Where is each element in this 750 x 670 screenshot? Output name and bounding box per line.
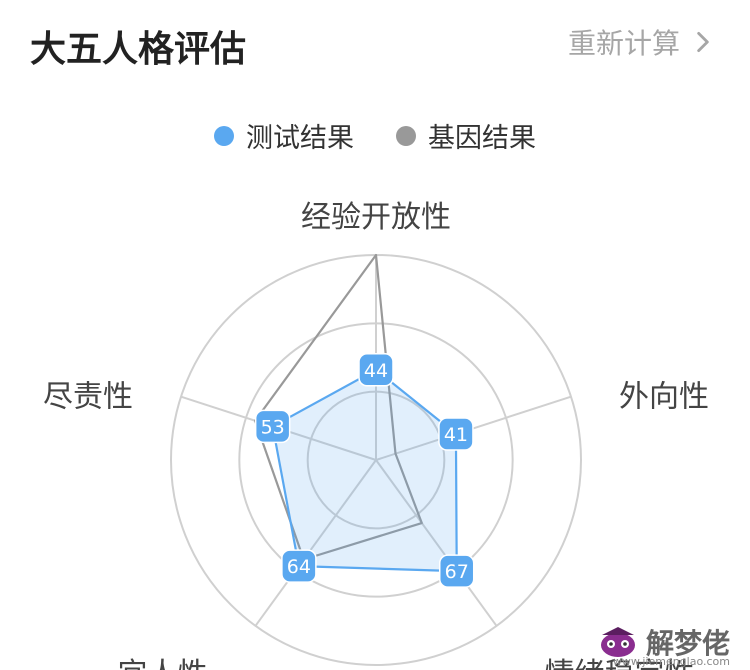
radar-spoke bbox=[375, 459, 498, 627]
watermark: 解梦佬 www.jiemenglao.com bbox=[596, 622, 730, 668]
axis-label: 尽责性 bbox=[43, 380, 133, 415]
chart-legend: 测试结果 基因结果 bbox=[0, 116, 750, 155]
value-badge bbox=[281, 549, 317, 583]
axis-label: 宜人性 bbox=[118, 657, 208, 670]
legend-label-gene: 基因结果 bbox=[428, 123, 536, 154]
value-label: 64 bbox=[287, 556, 311, 578]
recalculate-button[interactable]: 重新计算 bbox=[568, 22, 716, 62]
value-badge bbox=[438, 417, 474, 451]
watermark-text: 解梦佬 bbox=[645, 627, 730, 660]
value-label: 44 bbox=[364, 360, 388, 382]
legend-dot-gene bbox=[396, 125, 416, 146]
value-badge bbox=[254, 409, 291, 444]
watermark-url: www.jiemenglao.com bbox=[612, 655, 730, 668]
chevron-right-icon bbox=[697, 31, 709, 53]
axis-label: 经验开放性 bbox=[301, 200, 451, 235]
value-badge bbox=[438, 554, 475, 588]
legend-label-test: 测试结果 bbox=[246, 123, 354, 154]
value-label: 53 bbox=[261, 416, 285, 438]
legend-dot-test bbox=[214, 125, 234, 146]
recalculate-label: 重新计算 bbox=[567, 27, 680, 60]
value-label: 41 bbox=[444, 424, 468, 446]
value-label: 67 bbox=[445, 561, 469, 583]
axis-label: 外向性 bbox=[619, 380, 709, 415]
value-badge bbox=[358, 353, 394, 387]
radar-spoke bbox=[254, 459, 377, 627]
page-title: 大五人格评估 bbox=[30, 29, 247, 70]
series-test-polygon bbox=[271, 368, 458, 573]
axis-label: 情绪稳定性 bbox=[544, 657, 694, 670]
legend-item-gene[interactable]: 基因结果 bbox=[396, 116, 536, 155]
legend-item-test[interactable]: 测试结果 bbox=[214, 116, 354, 155]
series-gene-polygon bbox=[254, 253, 423, 561]
owl-logo-icon bbox=[600, 627, 635, 657]
